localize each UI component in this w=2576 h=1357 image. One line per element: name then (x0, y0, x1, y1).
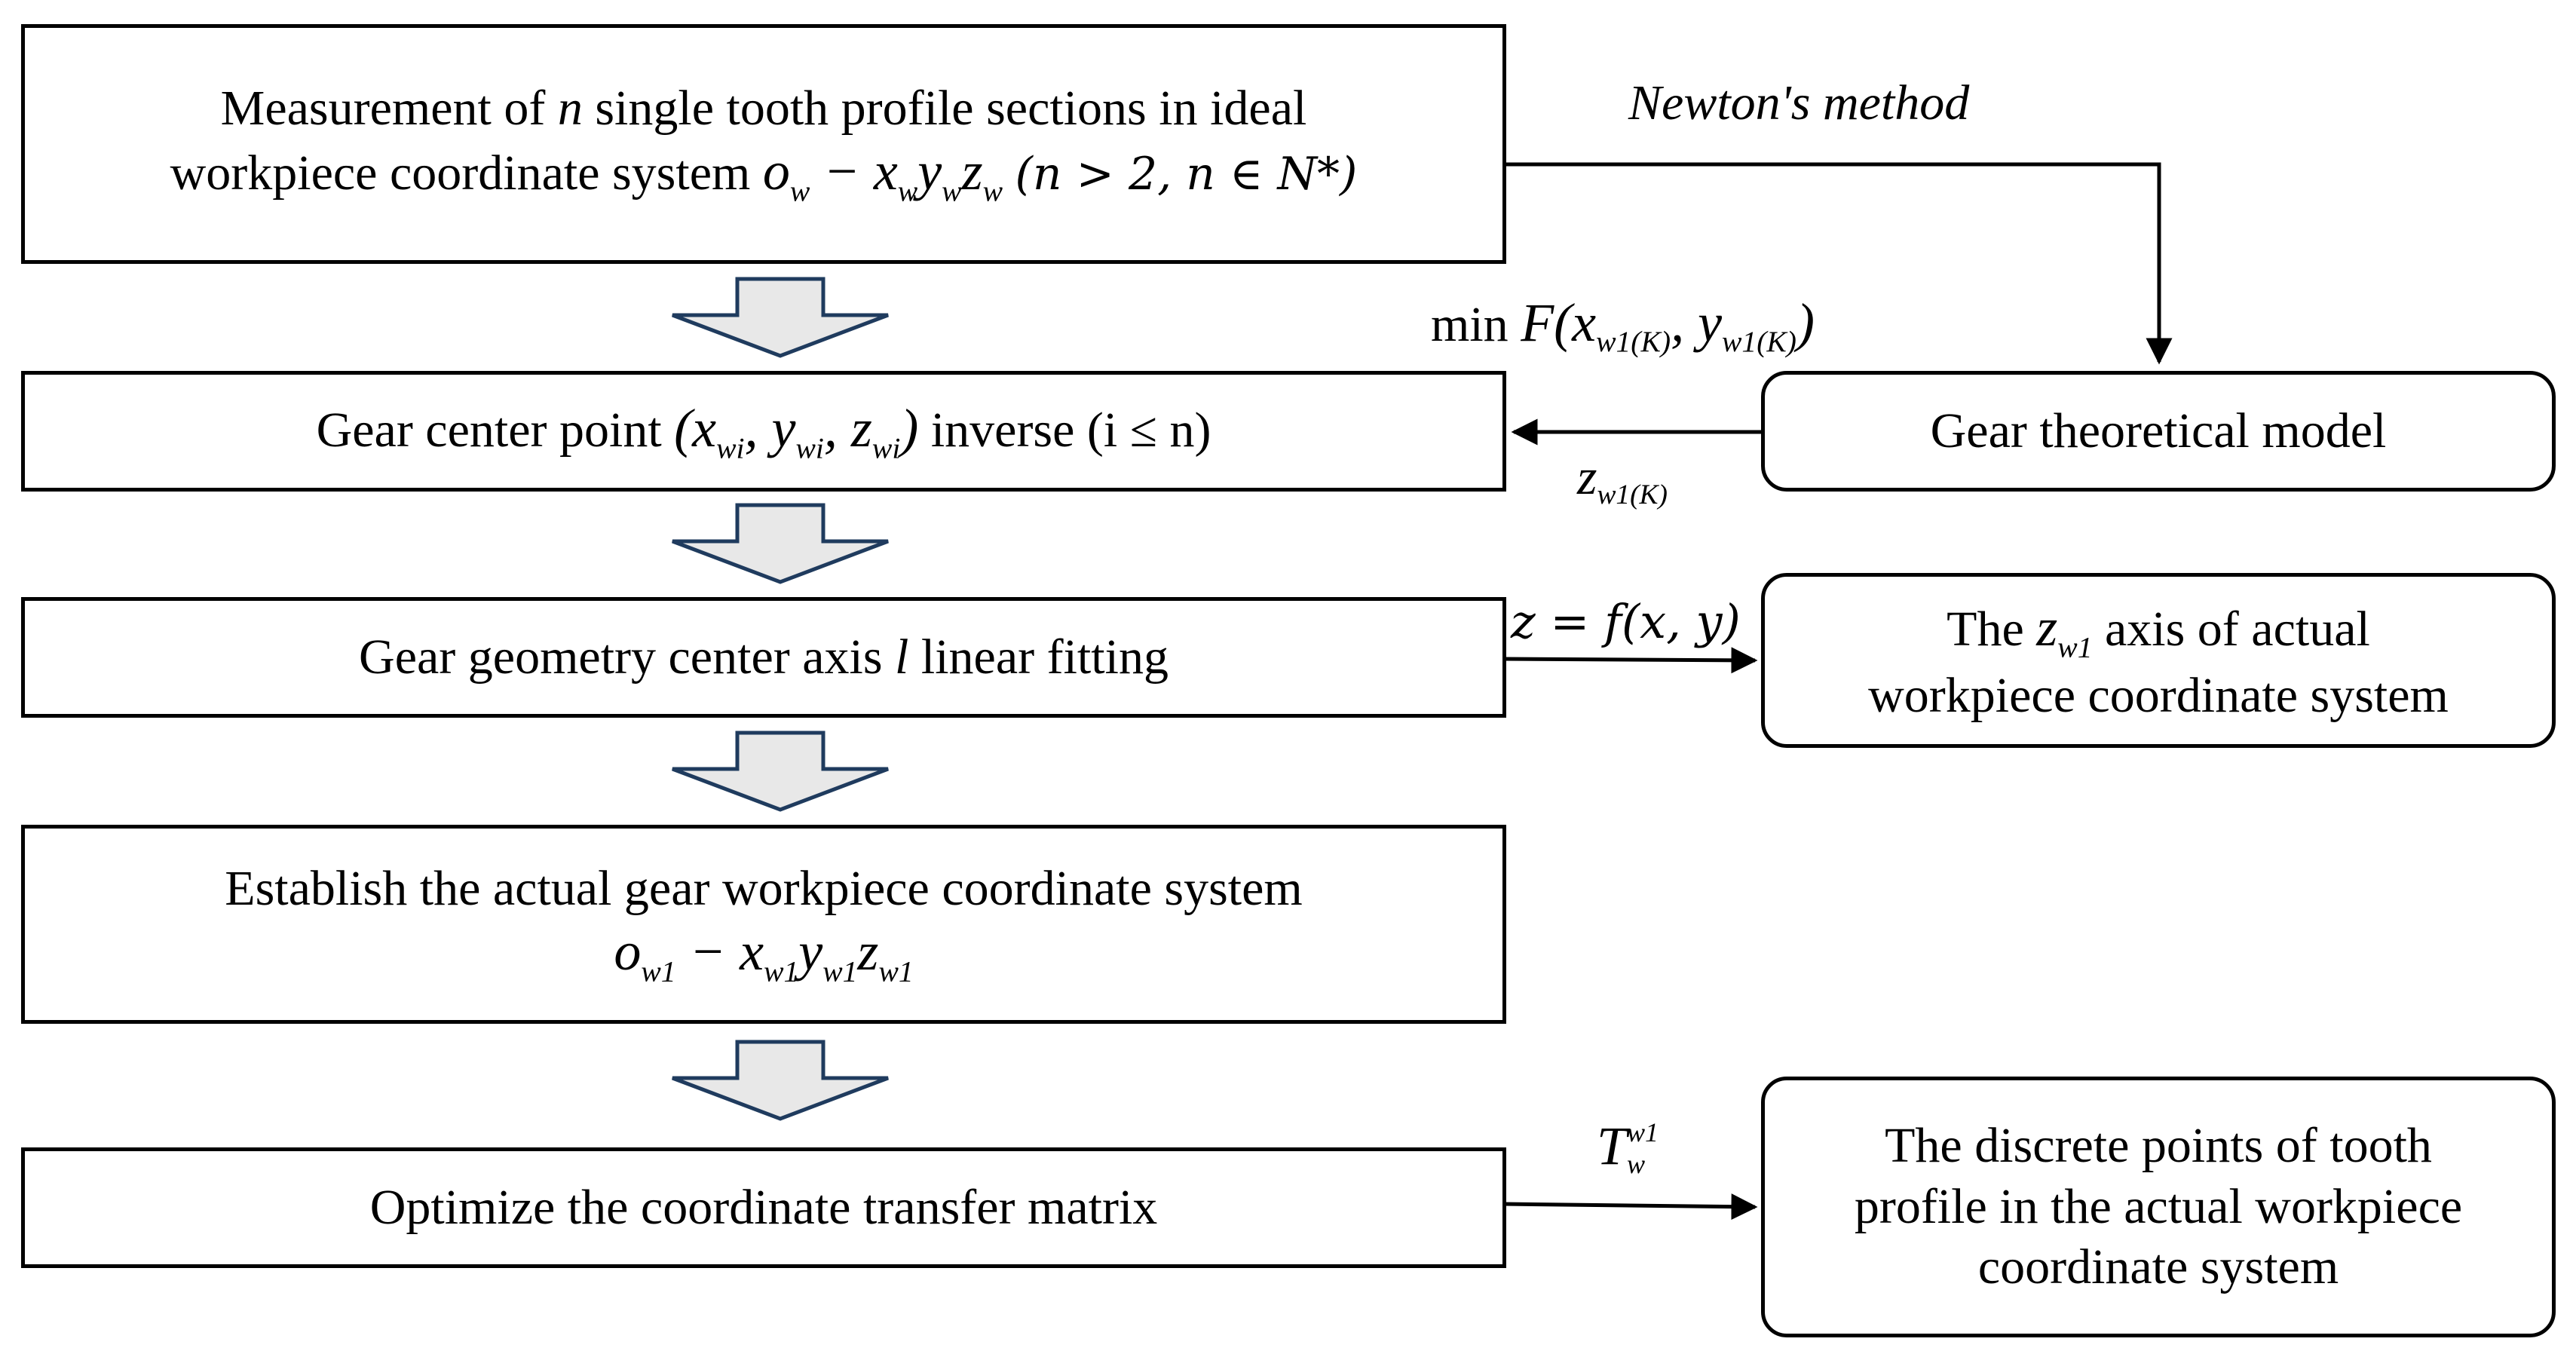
zw1-axis-box: The zw1 axis of actual workpiece coordin… (1761, 573, 2556, 748)
zw1-text-c: workpiece coordinate system (1868, 667, 2449, 723)
center-point-suffix: inverse (i ≤ n) (930, 403, 1211, 458)
newtons-method-label: Newton's method (1628, 75, 1970, 130)
zw1-symbol: zw1 (2036, 596, 2093, 664)
down-arrow-4 (672, 1040, 889, 1121)
discrete-text-a: The discrete points of tooth (1885, 1118, 2432, 1174)
down-arrow-1 (672, 277, 889, 358)
center-point-expression: (xwi, ywi, zwi) (674, 398, 919, 465)
axis-fitting-text-b: linear fitting (920, 629, 1169, 685)
down-arrow-2 (672, 503, 889, 584)
discrete-points-box: The discrete points of tooth profile in … (1761, 1077, 2556, 1337)
establish-text: Establish the actual gear workpiece coor… (225, 860, 1303, 916)
axis-fitting-box: Gear geometry center axis l linear fitti… (21, 597, 1506, 718)
zw1-text-a: The (1947, 601, 2024, 657)
ideal-coordinate-expression: ow − xwywzw (762, 141, 1003, 208)
discrete-text-b: profile in the actual workpiece (1854, 1178, 2463, 1234)
gear-theoretical-model-box: Gear theoretical model (1761, 371, 2556, 492)
actual-coordinate-expression: ow1 − xw1yw1zw1 (614, 921, 914, 988)
gear-model-text: Gear theoretical model (1930, 403, 2387, 458)
newton-connector (1503, 162, 2173, 365)
z-feedback-label: zw1(K) (1577, 448, 1668, 511)
min-text: min (1431, 297, 1509, 352)
establish-coordinate-box: Establish the actual gear workpiece coor… (21, 825, 1506, 1024)
zw1-text-b: axis of actual (2104, 601, 2370, 657)
objective-function: F(xw1(K), yw1(K)) (1521, 293, 1815, 358)
center-point-box: Gear center point (xwi, ywi, zwi) invers… (21, 371, 1506, 492)
transfer-output-arrow (1502, 1193, 1758, 1221)
optimize-matrix-box: Optimize the coordinate transfer matrix (21, 1147, 1506, 1268)
axis-fitting-text-a: Gear geometry center axis (359, 629, 883, 685)
optimize-text: Optimize the coordinate transfer matrix (369, 1179, 1158, 1235)
discrete-text-c: coordinate system (1977, 1239, 2339, 1295)
n-variable: n (557, 80, 583, 136)
measurement-text-c: workpiece coordinate system (170, 146, 751, 201)
fit-output-arrow (1502, 647, 1758, 674)
fit-equation-label: z = f(x, y) (1511, 594, 1741, 649)
center-point-text: Gear center point (316, 403, 662, 458)
measurement-box: Measurement of n single tooth profile se… (21, 24, 1506, 264)
measurement-text-a: Measurement of (220, 80, 546, 136)
measurement-condition: (n > 2, n ∈ N*) (1015, 148, 1358, 201)
down-arrow-3 (672, 731, 889, 812)
measurement-text-b: single tooth profile sections in ideal (595, 80, 1307, 136)
l-variable: l (895, 629, 909, 685)
minimize-label: min F(xw1(K), yw1(K)) (1431, 296, 1815, 357)
